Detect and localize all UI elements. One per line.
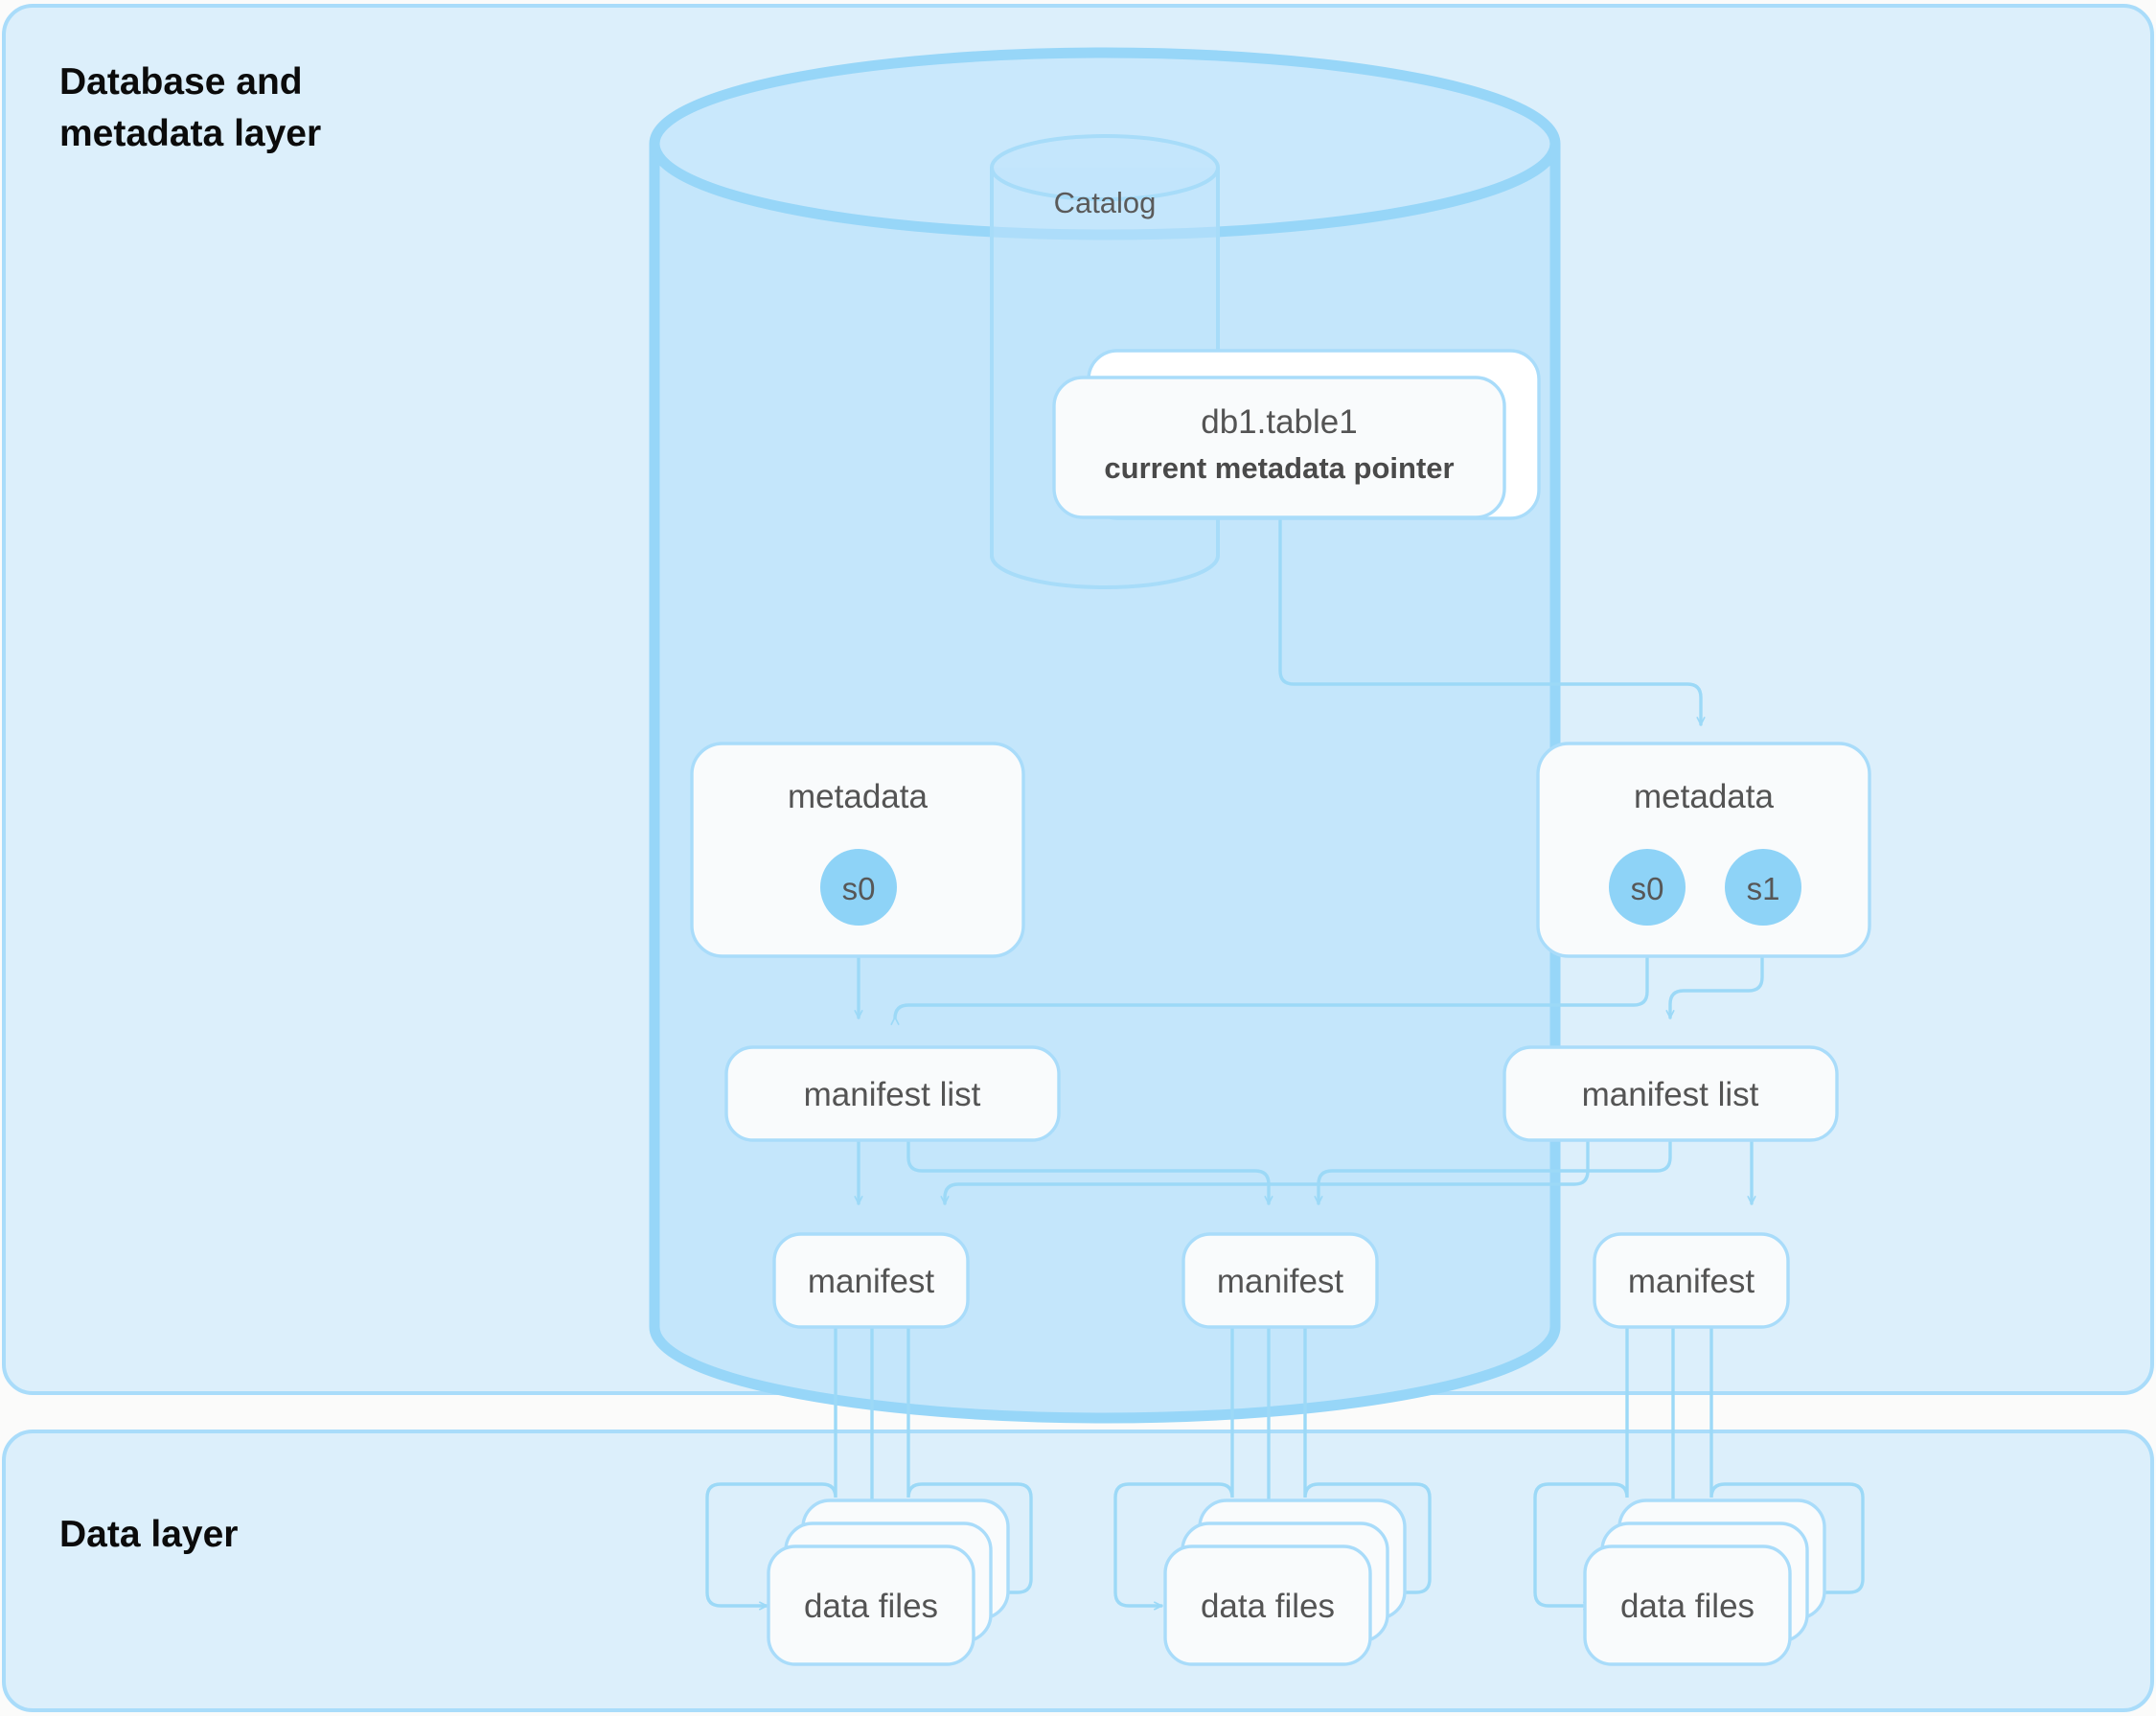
connector-pointer-to-metadata-right — [1278, 506, 1701, 726]
manifest-3-label: manifest — [1628, 1263, 1755, 1300]
manifest-list-right-label: manifest list — [1582, 1076, 1759, 1113]
snapshot-badge-s1-label: s1 — [1747, 871, 1780, 906]
metadata-right-label: metadata — [1634, 778, 1774, 815]
pointer-card-table-name: db1.table1 — [1201, 403, 1357, 441]
catalog-label: Catalog — [1054, 186, 1157, 219]
data-files-3-label: data files — [1620, 1588, 1755, 1625]
metadata-left-label: metadata — [788, 778, 928, 815]
data-layer-panel — [2, 1430, 2154, 1712]
data-layer-title: Data layer — [59, 1514, 238, 1555]
manifest-node-3[interactable]: manifest — [1593, 1232, 1790, 1329]
data-files-group-3[interactable]: data files — [1583, 1499, 1826, 1666]
metadata-node-left[interactable]: metadata s0 — [690, 742, 1025, 958]
manifest-list-node-left[interactable]: manifest list — [724, 1045, 1061, 1142]
snapshot-badge-s0[interactable] — [820, 849, 897, 926]
data-files-group-1[interactable]: data files — [767, 1499, 1010, 1666]
manifest-2-label: manifest — [1217, 1263, 1344, 1300]
manifest-list-left-label: manifest list — [804, 1076, 981, 1113]
data-files-1-label: data files — [804, 1588, 938, 1625]
metadata-node-right[interactable]: metadata s0 s1 — [1536, 742, 1871, 958]
snapshot-badge-s1[interactable] — [1725, 849, 1801, 926]
data-files-2-label: data files — [1201, 1588, 1335, 1625]
manifest-list-node-right[interactable]: manifest list — [1502, 1045, 1839, 1142]
current-metadata-pointer-card[interactable]: db1.table1 current metadata pointer — [1052, 349, 1541, 520]
snapshot-badge-s0-label: s0 — [842, 871, 876, 906]
manifest-node-2[interactable]: manifest — [1181, 1232, 1379, 1329]
connectors-manifest-list-to-manifest — [859, 1138, 1752, 1205]
manifest-node-1[interactable]: manifest — [772, 1232, 970, 1329]
snapshot-badge-s0-right-label: s0 — [1631, 871, 1664, 906]
pointer-card-subtitle: current metadata pointer — [1104, 451, 1454, 485]
manifest-1-label: manifest — [808, 1263, 935, 1300]
data-files-group-2[interactable]: data files — [1163, 1499, 1407, 1666]
snapshot-badge-s0-right[interactable] — [1609, 849, 1686, 926]
